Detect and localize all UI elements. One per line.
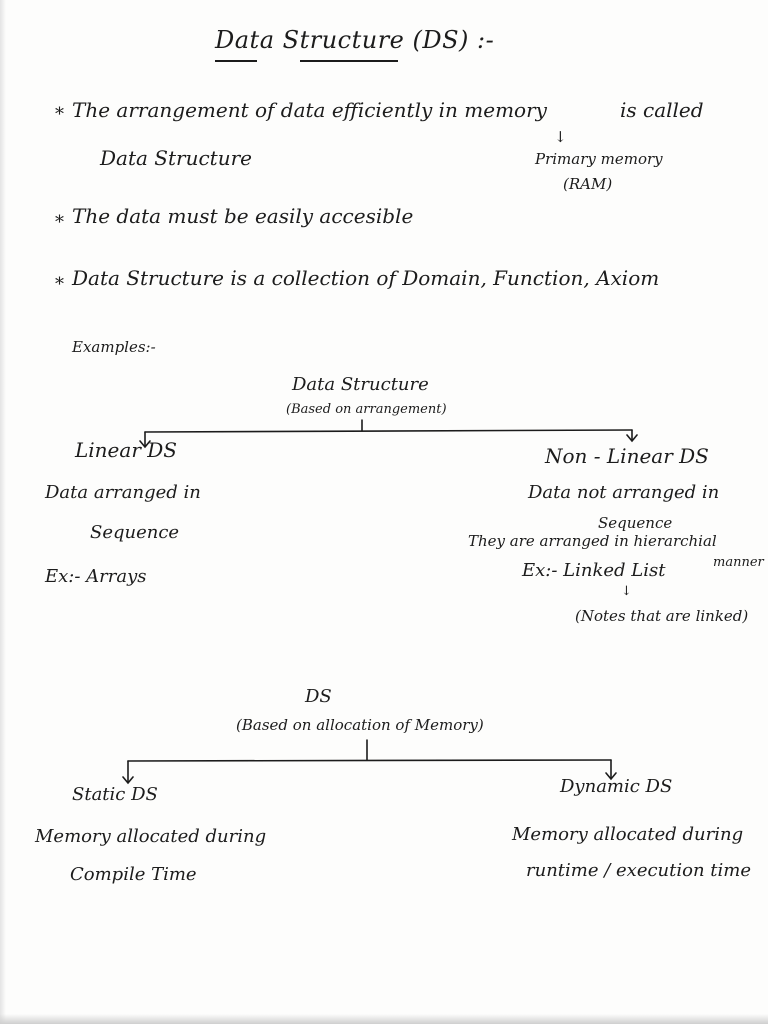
tree1-right-arrow-icon xyxy=(626,434,638,443)
tree2-right-desc2: runtime / execution time xyxy=(526,860,751,881)
tree2-left-desc1: Memory allocated during xyxy=(35,826,267,847)
tree1-right-example-arrow: ↓ xyxy=(621,584,632,599)
tree2-left-name: Static DS xyxy=(72,784,158,805)
bullet-marker-2: * xyxy=(55,212,64,233)
title-underline-structure xyxy=(300,60,398,62)
bullet-marker-1: * xyxy=(55,104,64,125)
title-underline-data xyxy=(215,60,257,62)
bullet-text-1-continuation: Data Structure xyxy=(100,146,252,170)
tree1-left-desc1: Data arranged in xyxy=(45,482,201,503)
page-bottom-shadow xyxy=(0,1014,768,1024)
tree2-root: DS xyxy=(305,686,332,707)
tree1-right-example: Ex:- Linked List xyxy=(522,560,666,581)
tree1-branch-bar xyxy=(144,429,633,433)
tree2-left-arrow-icon xyxy=(122,776,134,785)
memory-note-line2: (RAM) xyxy=(563,175,613,193)
bullet-text-3: Data Structure is a collection of Domain… xyxy=(72,266,660,290)
tree1-right-desc3-tail: manner xyxy=(713,555,764,570)
tree1-left-desc2: Sequence xyxy=(90,522,180,543)
tree1-left-example: Ex:- Arrays xyxy=(45,566,147,587)
tree1-left-name: Linear DS xyxy=(75,438,177,462)
tree1-right-example-note: (Notes that are linked) xyxy=(575,607,749,625)
tree2-left-desc2: Compile Time xyxy=(70,864,197,885)
bullet-text-2: The data must be easily accesible xyxy=(72,204,414,228)
tree1-right-desc2: Sequence xyxy=(598,514,673,532)
bullet-text-1: The arrangement of data efficiently in m… xyxy=(72,98,547,122)
bullet-marker-3: * xyxy=(55,274,64,295)
tree1-right-desc3: They are arranged in hierarchial xyxy=(468,532,717,550)
tree2-right-desc1: Memory allocated during xyxy=(512,824,744,845)
tree1-basis: (Based on arrangement) xyxy=(286,402,447,417)
page-left-shadow xyxy=(0,0,6,1024)
tree1-right-desc1: Data not arranged in xyxy=(528,482,720,503)
tree2-basis: (Based on allocation of Memory) xyxy=(236,716,484,734)
memory-note-line1: Primary memory xyxy=(535,150,663,168)
bullet-text-1-tail: is called xyxy=(620,98,704,122)
tree2-right-name: Dynamic DS xyxy=(560,776,673,797)
page-title: Data Structure (DS) :- xyxy=(215,26,495,54)
tree1-root: Data Structure xyxy=(292,374,429,395)
tree2-branch-bar xyxy=(127,759,612,762)
memory-arrow: ↓ xyxy=(554,128,567,146)
tree1-right-name: Non - Linear DS xyxy=(545,444,709,468)
examples-label: Examples:- xyxy=(72,338,156,356)
